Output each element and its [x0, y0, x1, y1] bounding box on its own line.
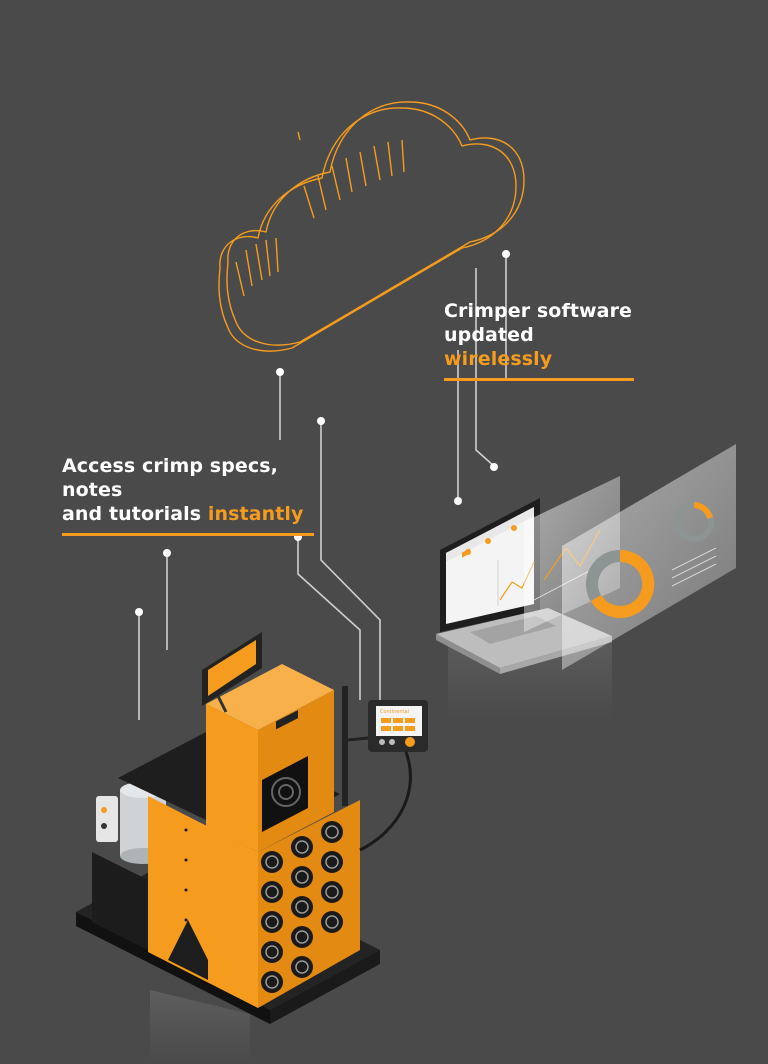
dashboard-panel-front — [562, 444, 736, 670]
die-ring — [265, 885, 279, 899]
die-slot — [291, 956, 313, 978]
caption-crimp-specs: Access crimp specs, notes and tutorials … — [62, 454, 314, 536]
caption-software-prefix: updated — [444, 324, 534, 346]
die-ring — [325, 915, 339, 929]
die-ring — [265, 915, 279, 929]
cloud-icon — [218, 101, 525, 352]
donut-chart-small — [674, 502, 714, 542]
die-slot — [291, 836, 313, 858]
die-ring — [265, 975, 279, 989]
crimp-die-icon — [271, 777, 301, 807]
die-ring — [265, 855, 279, 869]
tablet — [202, 632, 262, 706]
control-cable — [359, 751, 412, 852]
die-slot — [321, 821, 343, 843]
die-ring — [295, 930, 309, 944]
die-slot — [321, 881, 343, 903]
control-panel-brand: Continental — [380, 709, 409, 715]
control-panel: Continental — [347, 700, 428, 752]
caption-software-highlight: wirelessly — [444, 348, 553, 370]
caption-software-line1: Crimper software — [444, 300, 633, 322]
die-ring — [265, 945, 279, 959]
die-ring — [295, 840, 309, 854]
die-slot — [291, 896, 313, 918]
die-slot — [261, 971, 283, 993]
caption-software-line2: updated wirelessly — [444, 323, 634, 371]
die-ring — [295, 870, 309, 884]
caption-specs-highlight: instantly — [207, 503, 304, 525]
die-slot — [291, 866, 313, 888]
die-ring — [295, 900, 309, 914]
die-slot — [261, 941, 283, 963]
donut-chart-large — [586, 549, 655, 618]
caption-specs-prefix: and tutorials — [62, 503, 208, 525]
caption-specs-line1: Access crimp specs, notes — [62, 455, 278, 501]
caption-software-underline — [444, 378, 634, 381]
die-slot — [291, 926, 313, 948]
die-slot — [261, 911, 283, 933]
caption-software-wireless: Crimper software updated wirelessly — [444, 299, 634, 381]
die-slot — [321, 911, 343, 933]
die-ring — [325, 885, 339, 899]
die-ring — [325, 825, 339, 839]
die-slot — [261, 881, 283, 903]
die-ring — [325, 855, 339, 869]
die-storage — [261, 821, 343, 993]
crimping-machine: Continental — [76, 632, 428, 1064]
caption-specs-underline — [62, 533, 314, 536]
caption-specs-line2: and tutorials instantly — [62, 502, 314, 526]
die-ring — [295, 960, 309, 974]
connector-lines — [138, 256, 507, 720]
die-slot — [261, 851, 283, 873]
die-slot — [321, 851, 343, 873]
